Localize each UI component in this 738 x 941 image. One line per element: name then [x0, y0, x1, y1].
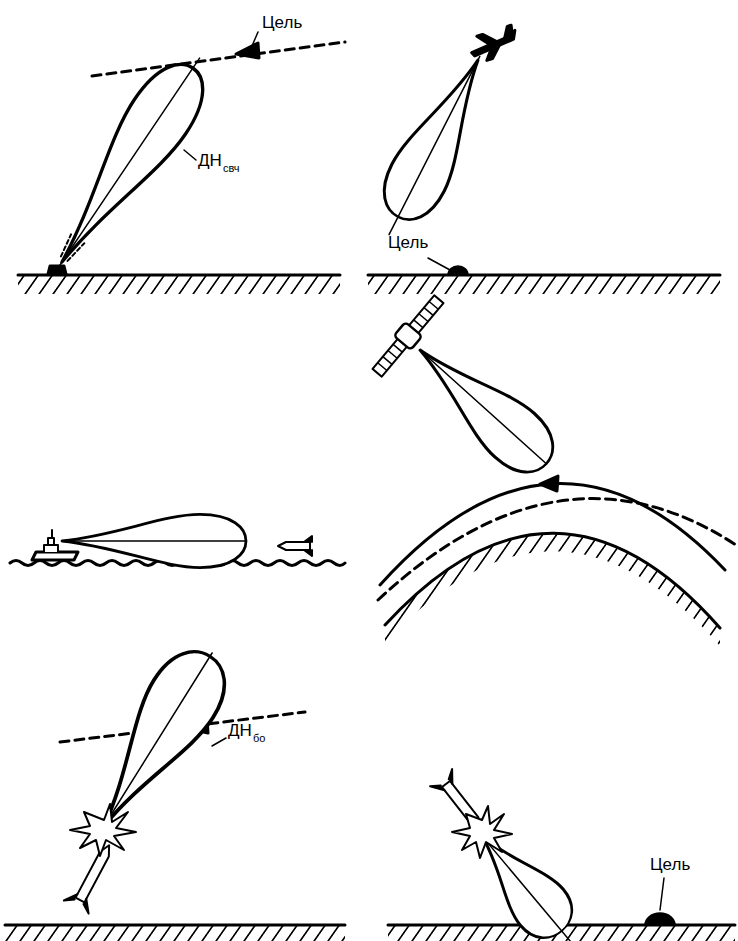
beam-lobe [33, 41, 225, 284]
missile [278, 536, 312, 556]
target-label: Цель [650, 856, 690, 873]
ship [32, 530, 78, 560]
pattern-subscript: бо [253, 733, 265, 744]
missile [64, 839, 122, 914]
satellite [369, 292, 448, 380]
explosion [70, 804, 136, 856]
beam-lobe [363, 43, 506, 248]
ground-antenna [48, 266, 66, 274]
beam-lobe [400, 328, 566, 485]
pattern-label: ДН [198, 152, 222, 169]
target-label: Цель [262, 14, 302, 31]
target-label: Цель [388, 234, 428, 251]
leader-line [212, 738, 226, 746]
earth [385, 533, 720, 646]
orbit [380, 476, 725, 585]
leader-line [184, 150, 196, 160]
target-track [92, 32, 345, 76]
ground [5, 925, 345, 941]
orbit-dashed [378, 499, 736, 600]
aircraft [467, 25, 521, 65]
explosion [452, 806, 512, 858]
ground [18, 275, 340, 294]
pattern-subscript: свч [223, 163, 240, 174]
ground [368, 258, 720, 294]
beam-lobe [62, 514, 246, 567]
pattern-label: ДН [228, 722, 252, 739]
